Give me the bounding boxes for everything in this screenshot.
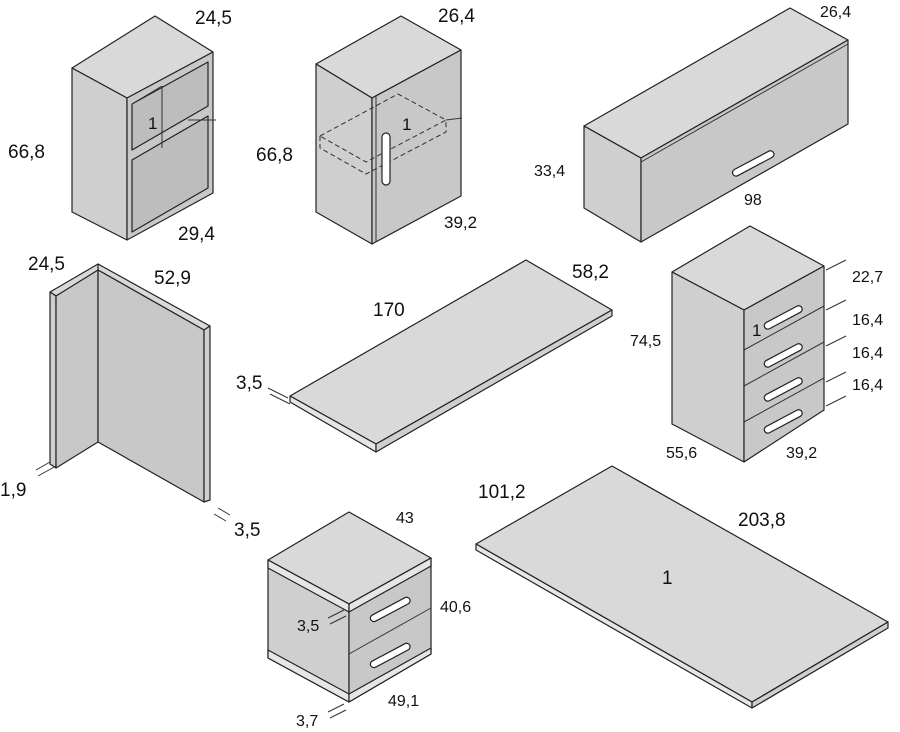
wall-unit-depth: 26,4 — [820, 4, 851, 21]
long-top-length: 170 — [373, 300, 405, 321]
desk-top: 1 101,2 203,8 — [475, 465, 889, 709]
bedside-height: 40,6 — [440, 599, 471, 616]
wall-unit: 26,4 33,4 98 — [534, 4, 851, 243]
bedside-base: 3,7 — [296, 713, 318, 730]
bedside-handle-top — [369, 596, 411, 623]
l-panel-depth: 24,5 — [28, 254, 65, 275]
l-panel-width: 52,9 — [154, 268, 191, 289]
wall-unit-height: 33,4 — [534, 163, 565, 180]
wall-unit-width: 98 — [744, 192, 762, 209]
door-cabinet-index: 1 — [402, 115, 411, 134]
bedside-depth: 43 — [396, 510, 414, 527]
drawer-chest-index: 1 — [752, 321, 761, 340]
drawer-2-height: 16,4 — [852, 312, 883, 329]
door-cabinet: 1 26,4 66,8 39,2 — [256, 6, 477, 245]
bedside-width: 49,1 — [388, 693, 419, 710]
desk-top-index: 1 — [662, 568, 673, 589]
wall-unit-handle — [731, 150, 775, 177]
bedside-handle-bottom — [369, 642, 411, 669]
shelf-unit-width: 29,4 — [178, 224, 215, 245]
door-cabinet-depth: 26,4 — [438, 6, 475, 27]
long-top: 170 58,2 3,5 — [236, 259, 613, 453]
shelf-unit: 1 24,5 66,8 29,4 — [8, 8, 232, 245]
drawer-4-height: 16,4 — [852, 377, 883, 394]
drawer-chest-depth: 55,6 — [666, 445, 697, 462]
drawer-chest: 1 74,5 55,6 39,2 22,7 16,4 16,4 16,4 — [630, 225, 883, 463]
door-handle — [381, 132, 391, 186]
shelf-unit-height: 66,8 — [8, 142, 45, 163]
desk-top-length: 203,8 — [738, 510, 786, 531]
door-cabinet-width: 39,2 — [444, 213, 477, 232]
drawer-chest-width: 39,2 — [786, 445, 817, 462]
shelf-unit-index: 1 — [148, 114, 157, 133]
drawer-handles — [763, 305, 803, 434]
shelf-unit-depth: 24,5 — [195, 8, 232, 29]
l-panel: 24,5 52,9 1,9 3,5 — [0, 254, 260, 541]
door-cabinet-height: 66,8 — [256, 145, 293, 166]
l-panel-thickness-left: 1,9 — [0, 480, 26, 501]
long-top-thickness: 3,5 — [236, 373, 262, 394]
long-top-depth: 58,2 — [572, 262, 609, 283]
l-panel-thickness-right: 3,5 — [234, 520, 260, 541]
drawer-3-height: 16,4 — [852, 345, 883, 362]
desk-top-depth: 101,2 — [478, 482, 526, 503]
drawer-chest-height: 74,5 — [630, 333, 661, 350]
bedside-table: 43 40,6 3,5 3,7 49,1 — [267, 510, 471, 730]
bedside-strip: 3,5 — [297, 618, 319, 635]
drawer-1-height: 22,7 — [852, 269, 883, 286]
